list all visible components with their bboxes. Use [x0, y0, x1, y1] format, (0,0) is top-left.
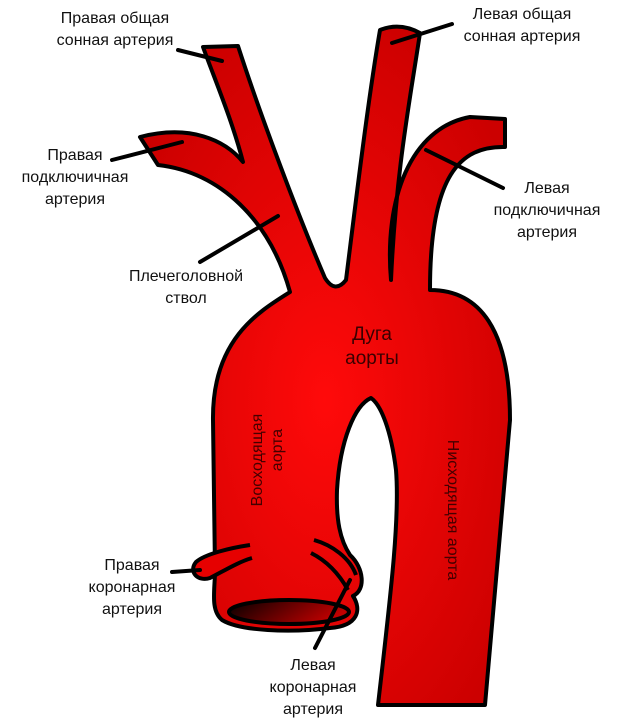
label-line: коронарная	[89, 579, 176, 596]
pointer-left-common-carotid	[390, 22, 454, 45]
label-right-coronary: Правая коронарная артерия	[89, 557, 176, 618]
label-line: подключичная	[494, 202, 601, 219]
label-line: артерия	[45, 191, 105, 208]
label-left-common-carotid: Левая общая сонная артерия	[464, 6, 581, 45]
label-left-coronary: Левая коронарная артерия	[270, 657, 357, 718]
pointer-right-subclavian	[110, 140, 184, 162]
label-line: Правая	[47, 147, 102, 164]
label-line: артерия	[283, 701, 343, 718]
pointer-brachiocephalic	[198, 214, 280, 264]
label-line: сонная артерия	[57, 32, 174, 49]
aortic-valve-opening	[227, 598, 351, 626]
label-line: Правая общая	[61, 10, 169, 27]
label-line: аорты	[345, 348, 399, 369]
label-left-subclavian: Левая подключичная артерия	[494, 180, 601, 241]
pointer-right-common-carotid	[176, 48, 224, 63]
pointer-left-coronary	[313, 578, 352, 650]
pointer-left-subclavian	[424, 148, 505, 190]
label-line: коронарная	[270, 679, 357, 696]
label-aortic-arch: Дуга аорты	[345, 324, 399, 369]
label-line: артерия	[517, 224, 577, 241]
label-line: аорта	[269, 429, 286, 471]
label-line: Нисходящая аорта	[444, 440, 461, 581]
label-line: Плечеголовной	[129, 268, 243, 285]
label-line: Правая	[104, 557, 159, 574]
label-descending-aorta: Нисходящая аорта	[444, 440, 461, 581]
label-line: Восходящая	[249, 414, 266, 507]
label-ascending-aorta: Восходящая аорта	[249, 414, 286, 507]
label-line: Дуга	[352, 324, 392, 345]
label-line: подключичная	[22, 169, 129, 186]
label-line: ствол	[165, 290, 207, 307]
label-line: Левая	[290, 657, 335, 674]
label-right-subclavian: Правая подключичная артерия	[22, 147, 129, 208]
label-line: Левая общая	[473, 6, 572, 23]
pointer-right-coronary	[170, 568, 202, 574]
label-right-common-carotid: Правая общая сонная артерия	[57, 10, 174, 49]
label-line: артерия	[102, 601, 162, 618]
label-line: сонная артерия	[464, 28, 581, 45]
label-line: Левая	[524, 180, 569, 197]
right-coronary-artery	[191, 543, 253, 581]
label-brachiocephalic: Плечеголовной ствол	[129, 268, 243, 307]
aorta-body	[138, 24, 512, 707]
